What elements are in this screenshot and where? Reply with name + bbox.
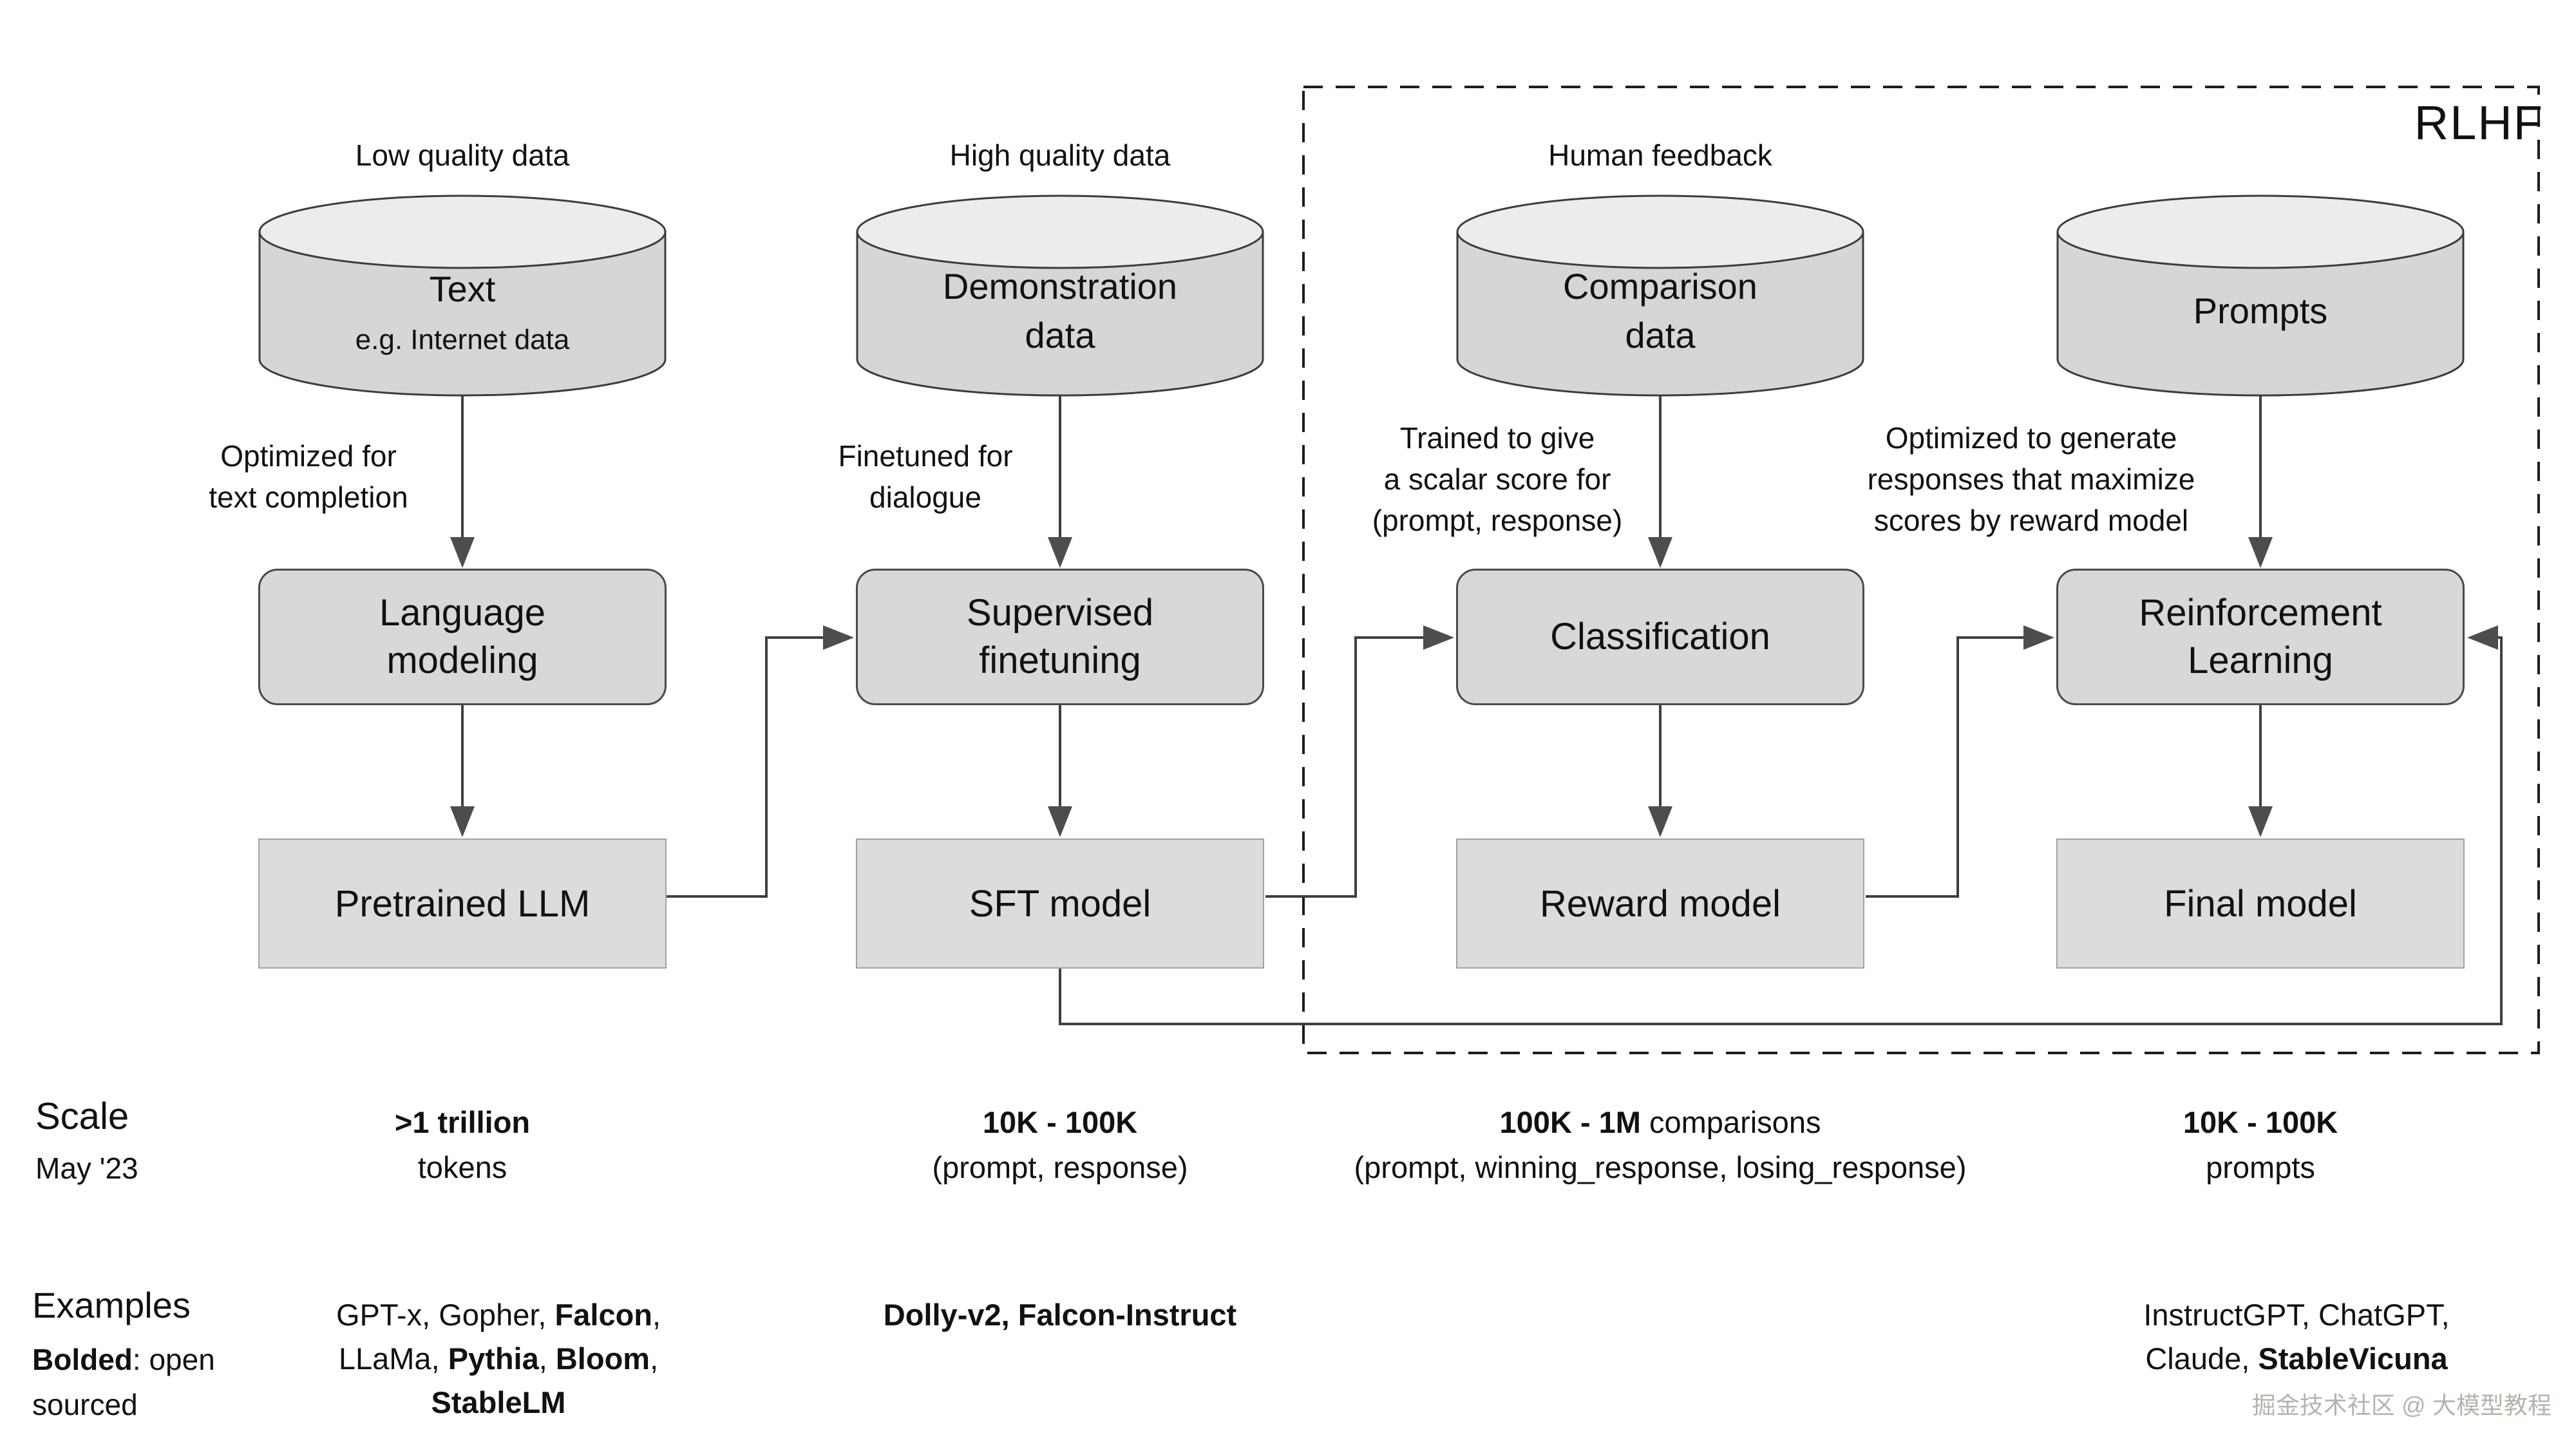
examples-rl: InstructGPT, ChatGPT,Claude, StableVicun… — [2143, 1298, 2450, 1376]
elbow-sftmodel-to-classification — [1265, 636, 1423, 898]
box-classification: Classification — [1456, 569, 1864, 705]
cylinder-text-data — [258, 194, 667, 397]
feedback-sftmodel-to-rl — [1059, 636, 2503, 1025]
arrowhead-icon — [2248, 806, 2273, 837]
cylinder-text-label: Text e.g. Internet data — [258, 237, 667, 385]
arrowhead-icon — [823, 625, 854, 650]
box-label: Pretrained LLM — [334, 882, 591, 925]
scale-title: Scale — [35, 1095, 129, 1137]
examples-pretraining: GPT-x, Gopher, Falcon,LLaMa, Pythia, Blo… — [336, 1298, 661, 1419]
rlhf-label: RLHF — [2414, 96, 2544, 149]
cylinder-prompts-label: Prompts — [2056, 237, 2465, 385]
scale-unit: (prompt, response) — [932, 1150, 1188, 1184]
arrowhead-icon — [1048, 537, 1072, 568]
watermark: 掘金技术社区 @ 大模型教程 — [2251, 1392, 2552, 1419]
scale-sft: 10K - 100K (prompt, response) — [835, 1100, 1285, 1190]
box-final-model: Final model — [2056, 838, 2465, 969]
scale-pretraining: >1 trillion tokens — [269, 1100, 656, 1190]
box-label: Classification — [1550, 616, 1770, 658]
cylinder-title: Text — [429, 269, 496, 309]
arrowhead-icon — [1048, 806, 1072, 837]
cylinder-comparison-data — [1456, 194, 1864, 397]
box-reward-model: Reward model — [1456, 838, 1864, 969]
elbow-pretrained-to-sf — [667, 636, 823, 898]
scale-amount: 100K - 1M comparisons — [1499, 1105, 1821, 1139]
cylinder-subtitle: e.g. Internet data — [355, 324, 570, 355]
cylinder-title: Prompts — [2193, 290, 2328, 331]
scale-date: May '23 — [35, 1151, 138, 1185]
examples-title: Examples — [32, 1285, 191, 1325]
examples-sft: Dolly-v2, Falcon-Instruct — [883, 1298, 1237, 1332]
box-label: SFT model — [969, 882, 1151, 925]
scale-amount: 10K - 100K — [982, 1105, 1138, 1139]
arrowhead-icon — [450, 806, 475, 837]
arrowhead-icon — [2248, 537, 2273, 568]
arrowhead-icon — [1423, 625, 1454, 650]
box-label: Reward model — [1540, 882, 1781, 925]
scale-header: Scale May '23 — [35, 1095, 138, 1186]
box-pretrained-llm: Pretrained LLM — [258, 838, 667, 969]
arrowhead-icon — [450, 537, 475, 568]
scale-amount: 10K - 100K — [2183, 1105, 2338, 1139]
cylinder-prompts — [2056, 194, 2465, 397]
cylinder-demonstration-data — [856, 194, 1264, 397]
arrowhead-icon — [2023, 625, 2054, 650]
elbow-reward-to-rl — [1866, 636, 2023, 898]
scale-amount: >1 trillion — [394, 1105, 531, 1139]
scale-unit: (prompt, winning_response, losing_respon… — [1354, 1150, 1967, 1184]
rlhf-dashed-boundary — [1302, 86, 2540, 1054]
label-low-quality-data: Low quality data — [355, 138, 570, 172]
examples-note-line2: sourced — [32, 1388, 138, 1421]
scale-unit: tokens — [417, 1150, 507, 1184]
label-high-quality-data: High quality data — [949, 138, 1171, 172]
arrowhead-icon — [1648, 537, 1672, 568]
label-human-feedback: Human feedback — [1548, 138, 1772, 172]
scale-rl: 10K - 100K prompts — [2067, 1100, 2454, 1190]
box-sft-model: SFT model — [856, 838, 1264, 969]
scale-reward: 100K - 1M comparisons (prompt, winning_r… — [1242, 1100, 2079, 1190]
arrowhead-icon — [1648, 806, 1672, 837]
box-label: Final model — [2164, 882, 2357, 925]
arrowhead-icon — [2467, 625, 2498, 650]
examples-note-line1: Bolded: open — [32, 1343, 215, 1376]
scale-unit: prompts — [2206, 1150, 2315, 1184]
examples-header: Examples Bolded: open sourced — [32, 1283, 215, 1427]
